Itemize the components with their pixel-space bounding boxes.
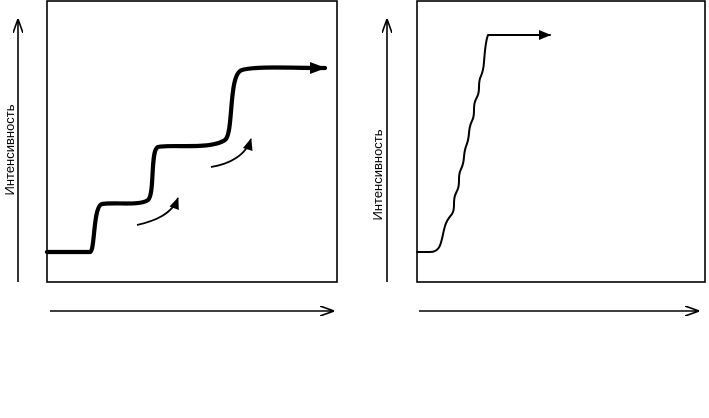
panel-right: Интенсивность — [370, 0, 706, 311]
right-plot-frame — [416, 0, 706, 283]
left-plot-frame — [46, 0, 338, 283]
left-curved-arrow-1 — [136, 197, 179, 226]
panel-left: Интенсивность — [2, 0, 338, 311]
left-step-curve — [44, 61, 328, 255]
left-curved-arrow-2 — [210, 138, 253, 168]
right-y-axis-label: Интенсивность — [370, 129, 385, 220]
left-y-axis-label: Интенсивность — [2, 104, 17, 195]
right-wavy-curve — [416, 30, 551, 253]
